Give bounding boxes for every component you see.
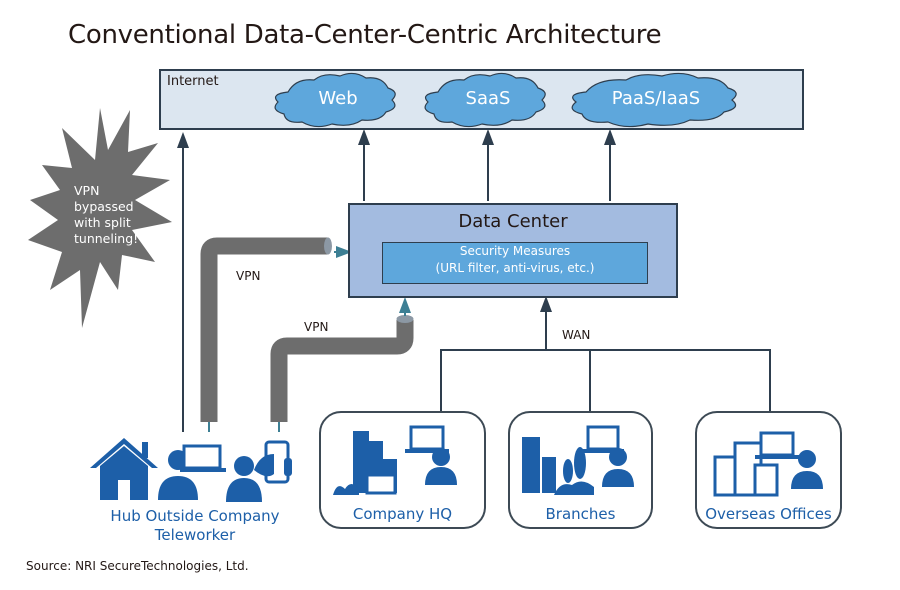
site-overseas-offices: Overseas Offices	[695, 411, 842, 529]
teleworker-label-line1: Hub Outside Company	[110, 507, 280, 525]
site-label-branches: Branches	[545, 505, 616, 523]
site-label-overseas-offices: Overseas Offices	[705, 505, 832, 523]
smartphone-user-icon	[226, 440, 292, 502]
office-building-icon	[333, 425, 457, 495]
warning-burst-shape	[28, 108, 172, 328]
wan-label: WAN	[562, 328, 591, 342]
house-icon	[90, 438, 158, 500]
cloud-paas-iaas: PaaS/IaaS	[611, 88, 701, 109]
burst-line: VPN	[74, 183, 100, 198]
security-measures-title: Security Measures	[459, 244, 571, 258]
cloud-paas-iaas-shape	[571, 72, 737, 128]
data-center-title: Data Center	[458, 211, 568, 232]
vpn-pipe-lower	[270, 297, 414, 432]
vpn-pipe-upper	[200, 237, 352, 432]
cloud-web: Web	[318, 88, 358, 109]
burst-line: with split	[74, 215, 131, 230]
teleworker-label: Hub Outside Company Teleworker	[80, 507, 310, 545]
security-measures-box	[382, 242, 648, 284]
cloud-web-shape	[274, 72, 396, 128]
site-company-hq: Company HQ	[319, 411, 486, 529]
laptop-user-icon	[158, 444, 226, 500]
wan-network-lines	[440, 296, 771, 440]
cloud-saas-shape	[424, 72, 546, 128]
burst-line: tunneling!	[74, 231, 139, 246]
internet-label: Internet	[167, 74, 219, 89]
diagram-title: Conventional Data-Center-Centric Archite…	[68, 20, 662, 50]
site-label-company-hq: Company HQ	[352, 505, 453, 523]
teleworker-label-line2: Teleworker	[154, 526, 236, 544]
site-branches: Branches	[508, 411, 653, 529]
burst-line: bypassed	[74, 199, 134, 214]
source-note: Source: NRI SecureTechnologies, Ltd.	[26, 559, 249, 573]
vpn-label-lower: VPN	[304, 320, 329, 334]
vpn-label-upper: VPN	[236, 269, 261, 283]
cloud-saas: SaaS	[465, 88, 511, 109]
warning-burst-text: VPN bypassed with split tunneling!	[74, 183, 138, 247]
teleworker-icons	[90, 438, 292, 502]
security-measures-detail: (URL filter, anti-virus, etc.)	[435, 261, 595, 275]
overseas-building-icon	[713, 431, 823, 497]
branch-building-icon	[522, 425, 634, 495]
